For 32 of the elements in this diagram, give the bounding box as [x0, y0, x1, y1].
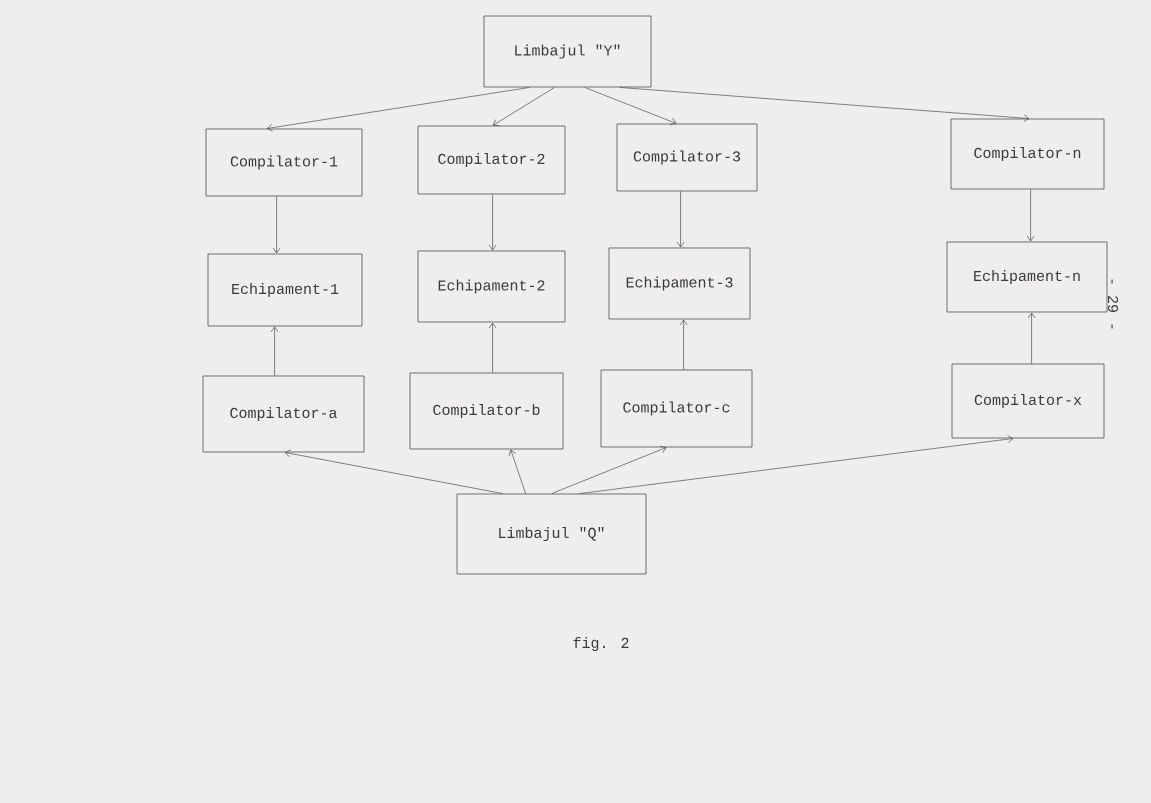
- process-box: Echipament-n: [946, 241, 1108, 313]
- process-box: Compilator-b: [409, 372, 564, 450]
- arrow: [284, 449, 503, 494]
- figure-caption: fig. 2: [573, 637, 629, 651]
- arrow: [551, 445, 667, 494]
- process-box: Compilator-2: [417, 125, 566, 195]
- arrow: [488, 194, 497, 251]
- process-box: Echipament-2: [417, 250, 566, 323]
- process-box: Compilator-c: [600, 369, 753, 448]
- process-box: Limbajul "Y": [483, 15, 652, 88]
- arrow: [584, 87, 677, 126]
- arrow: [270, 326, 279, 376]
- arrow: [676, 191, 685, 248]
- arrow: [1027, 312, 1036, 364]
- process-box: Compilator-x: [951, 363, 1105, 439]
- arrow: [488, 322, 497, 373]
- process-box: Echipament-3: [608, 247, 751, 320]
- page-number: - 29 -: [1107, 279, 1119, 329]
- process-box: Compilator-3: [616, 123, 758, 192]
- process-box: Compilator-a: [202, 375, 365, 453]
- process-box: Compilator-1: [205, 128, 363, 197]
- arrow: [679, 319, 688, 370]
- process-box: Compilator-n: [950, 118, 1105, 190]
- arrow: [619, 87, 1030, 122]
- arrow: [272, 196, 281, 254]
- arrow: [266, 87, 530, 132]
- arrow: [508, 449, 526, 494]
- arrow: [579, 435, 1014, 494]
- arrow: [492, 87, 555, 126]
- process-box: Echipament-1: [207, 253, 363, 327]
- process-box: Limbajul "Q": [456, 493, 647, 575]
- arrow: [1026, 189, 1035, 242]
